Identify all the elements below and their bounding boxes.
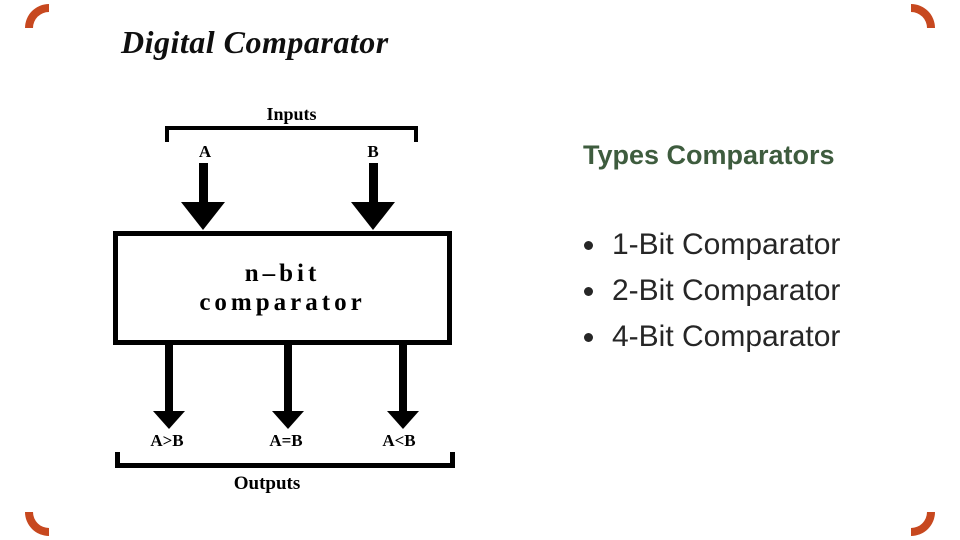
output-label-a-lt-b: A<B — [382, 431, 416, 450]
output-arrow-eq-head — [272, 411, 304, 429]
bullet-icon — [584, 332, 593, 342]
comparator-box-line2: comparator — [199, 289, 366, 316]
outputs-label: Outputs — [233, 473, 301, 494]
output-arrow-lt-shaft — [399, 344, 407, 412]
page-title: Digital Comparator — [121, 24, 389, 60]
bullet-icon — [584, 286, 593, 296]
input-arrow-b-head — [351, 202, 395, 230]
corner-ornament-bottom-right — [911, 512, 935, 536]
list-item: 2-Bit Comparator — [584, 268, 840, 314]
type-item-label: 2-Bit Comparator — [612, 274, 841, 307]
output-arrow-gt-head — [153, 411, 185, 429]
corner-ornament-bottom-left — [25, 512, 49, 536]
list-item: 1-Bit Comparator — [584, 222, 840, 268]
output-label-a-gt-b: A>B — [150, 431, 184, 450]
type-item-label: 4-Bit Comparator — [612, 320, 841, 353]
type-item-label: 1-Bit Comparator — [612, 228, 841, 261]
input-arrow-a-head — [181, 202, 225, 230]
input-arrow-a-shaft — [199, 163, 208, 203]
types-heading: Types Comparators — [583, 140, 835, 170]
list-item: 4-Bit Comparator — [584, 314, 840, 360]
inputs-bracket — [165, 126, 418, 142]
corner-ornament-top-left — [25, 4, 49, 28]
inputs-label: Inputs — [266, 104, 317, 124]
corner-ornament-top-right — [911, 4, 935, 28]
comparator-box: n–bit comparator — [113, 231, 452, 345]
output-label-a-eq-b: A=B — [269, 431, 303, 450]
types-list: 1-Bit Comparator 2-Bit Comparator 4-Bit … — [584, 222, 840, 360]
comparator-box-line1: n–bit — [244, 260, 321, 287]
input-arrow-b-shaft — [369, 163, 378, 203]
output-arrow-lt-head — [387, 411, 419, 429]
input-a-label: A — [198, 142, 212, 161]
output-arrow-gt-shaft — [165, 344, 173, 412]
output-arrow-eq-shaft — [284, 344, 292, 412]
outputs-bracket — [115, 452, 455, 468]
input-b-label: B — [367, 142, 379, 161]
bullet-icon — [584, 240, 593, 250]
